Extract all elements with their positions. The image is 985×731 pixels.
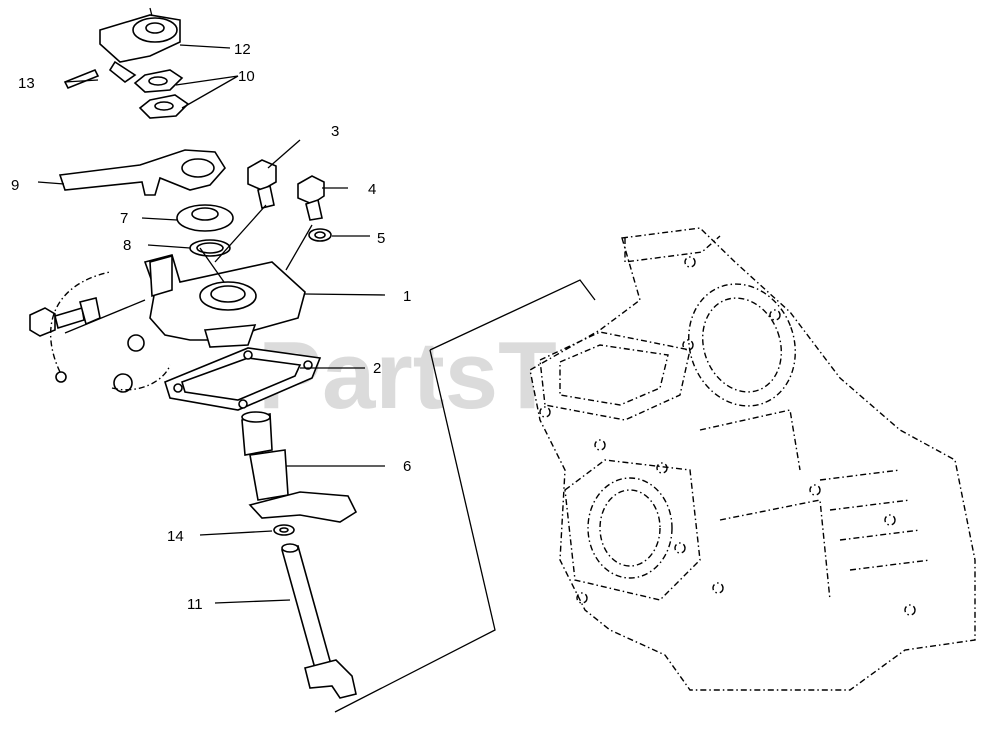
- part-5-washer: [308, 228, 332, 242]
- part-7-washer: [176, 204, 234, 232]
- callout-4: 4: [368, 181, 376, 198]
- part-12-lever-collar: [99, 7, 181, 83]
- part-14-washer: [273, 524, 295, 536]
- part-11-shaft: [281, 543, 357, 699]
- callout-8: 8: [123, 237, 131, 254]
- callout-10: 10: [238, 68, 255, 85]
- part-2-gasket: [164, 347, 322, 411]
- part-4-bolt: [297, 175, 325, 221]
- callout-14: 14: [167, 528, 184, 545]
- callout-6: 6: [403, 458, 411, 475]
- part-9-arm: [58, 149, 226, 196]
- callout-1: 1: [403, 288, 411, 305]
- part-1-housing: [29, 254, 306, 393]
- callout-9: 9: [11, 177, 19, 194]
- callout-5: 5: [377, 230, 385, 247]
- callout-7: 7: [120, 210, 128, 227]
- part-13-pin: [63, 68, 100, 90]
- callout-3: 3: [331, 123, 339, 140]
- callout-13: 13: [18, 75, 35, 92]
- callout-labels: 1 2 3 4 5 6 7 8 9 10 11 12 13 14: [11, 41, 411, 613]
- callout-11: 11: [187, 596, 203, 613]
- engine-block: [529, 227, 976, 691]
- part-10-nuts: [133, 69, 190, 119]
- callout-2: 2: [373, 360, 381, 377]
- leader-lines: [37, 44, 386, 604]
- part-3-bolt: [247, 159, 277, 209]
- location-bracket: [334, 279, 596, 713]
- part-6-shaft: [241, 411, 358, 523]
- part-8-o-ring: [189, 239, 231, 257]
- callout-12: 12: [234, 41, 251, 58]
